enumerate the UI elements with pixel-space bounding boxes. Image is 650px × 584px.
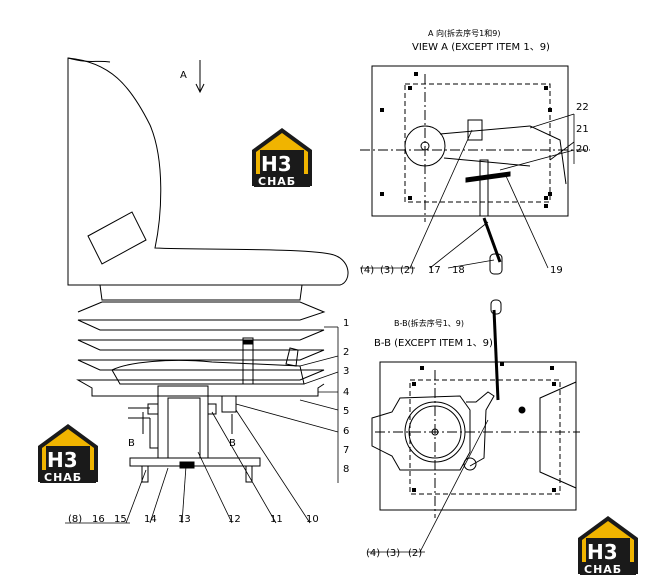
logo-mark-text: H3 <box>587 540 618 564</box>
part-label: 8 <box>343 464 349 475</box>
part-label: (3) <box>380 265 394 276</box>
part-label: 22 <box>576 102 589 113</box>
brand-logo: H3 CHAБ <box>578 516 638 576</box>
brand-logo: H3 CHAБ <box>38 424 98 484</box>
part-label: 2 <box>343 347 349 358</box>
part-label: 10 <box>306 514 319 525</box>
part-label: (2) <box>400 265 414 276</box>
part-label: 20 <box>576 144 589 155</box>
part-label: 1 <box>343 318 349 329</box>
view-a-labels: 22 21 20 (4) (3) (2) 17 18 19 <box>360 102 589 276</box>
logo-mark-text: H3 <box>47 448 78 472</box>
part-label: 21 <box>576 124 589 135</box>
view-a-drawing <box>360 65 590 275</box>
view-bb-callouts <box>368 419 489 553</box>
logo-caption: CHAБ <box>584 563 622 576</box>
part-labels-right: 1 2 3 4 5 6 7 8 <box>343 318 349 475</box>
callout-lines-right <box>235 326 339 483</box>
part-label: (2) <box>408 548 422 559</box>
part-label: 12 <box>228 514 241 525</box>
part-label: 11 <box>270 514 283 525</box>
part-label: 17 <box>428 265 441 276</box>
brand-logo: H3 CHAБ <box>252 128 312 188</box>
part-label: 3 <box>343 366 349 377</box>
part-label: (8) <box>68 514 82 525</box>
view-a-title-en: VIEW A (EXCEPT ITEM 1、9) <box>412 42 550 53</box>
part-label: 4 <box>343 387 349 398</box>
part-label: 16 <box>92 514 105 525</box>
part-label: 14 <box>144 514 157 525</box>
part-label: 19 <box>550 265 563 276</box>
view-a-arrow: A <box>180 60 205 94</box>
part-label: 13 <box>178 514 191 525</box>
section-b-right-marker: B <box>229 438 236 449</box>
main-side-view <box>67 57 349 483</box>
logo-mark-text: H3 <box>261 152 292 176</box>
callout-lines-bottom <box>65 409 311 524</box>
part-label: 7 <box>343 445 349 456</box>
part-label: (4) <box>366 548 380 559</box>
part-label: 15 <box>114 514 127 525</box>
view-a-marker: A <box>180 70 187 81</box>
view-a-title-cn: A 向(拆去序号1和9) <box>428 28 500 38</box>
logo-caption: CHAБ <box>258 175 296 188</box>
logo-caption: CHAБ <box>44 471 82 484</box>
part-label: 18 <box>452 265 465 276</box>
section-b-left-marker: B <box>128 438 135 449</box>
view-a-callouts <box>360 113 575 269</box>
part-label: 6 <box>343 426 349 437</box>
part-label: 5 <box>343 406 349 417</box>
part-label: (3) <box>386 548 400 559</box>
view-bb-drawing <box>371 299 580 518</box>
part-labels-bottom: (8) 16 15 14 13 12 11 10 <box>68 514 319 525</box>
view-bb-labels: (4) (3) (2) <box>366 548 422 559</box>
view-bb-title-en: B-B (EXCEPT ITEM 1、9) <box>374 338 493 349</box>
view-bb-title-cn: B-B(拆去序号1、9) <box>394 318 464 328</box>
part-label: (4) <box>360 265 374 276</box>
section-b-markers <box>142 412 233 434</box>
